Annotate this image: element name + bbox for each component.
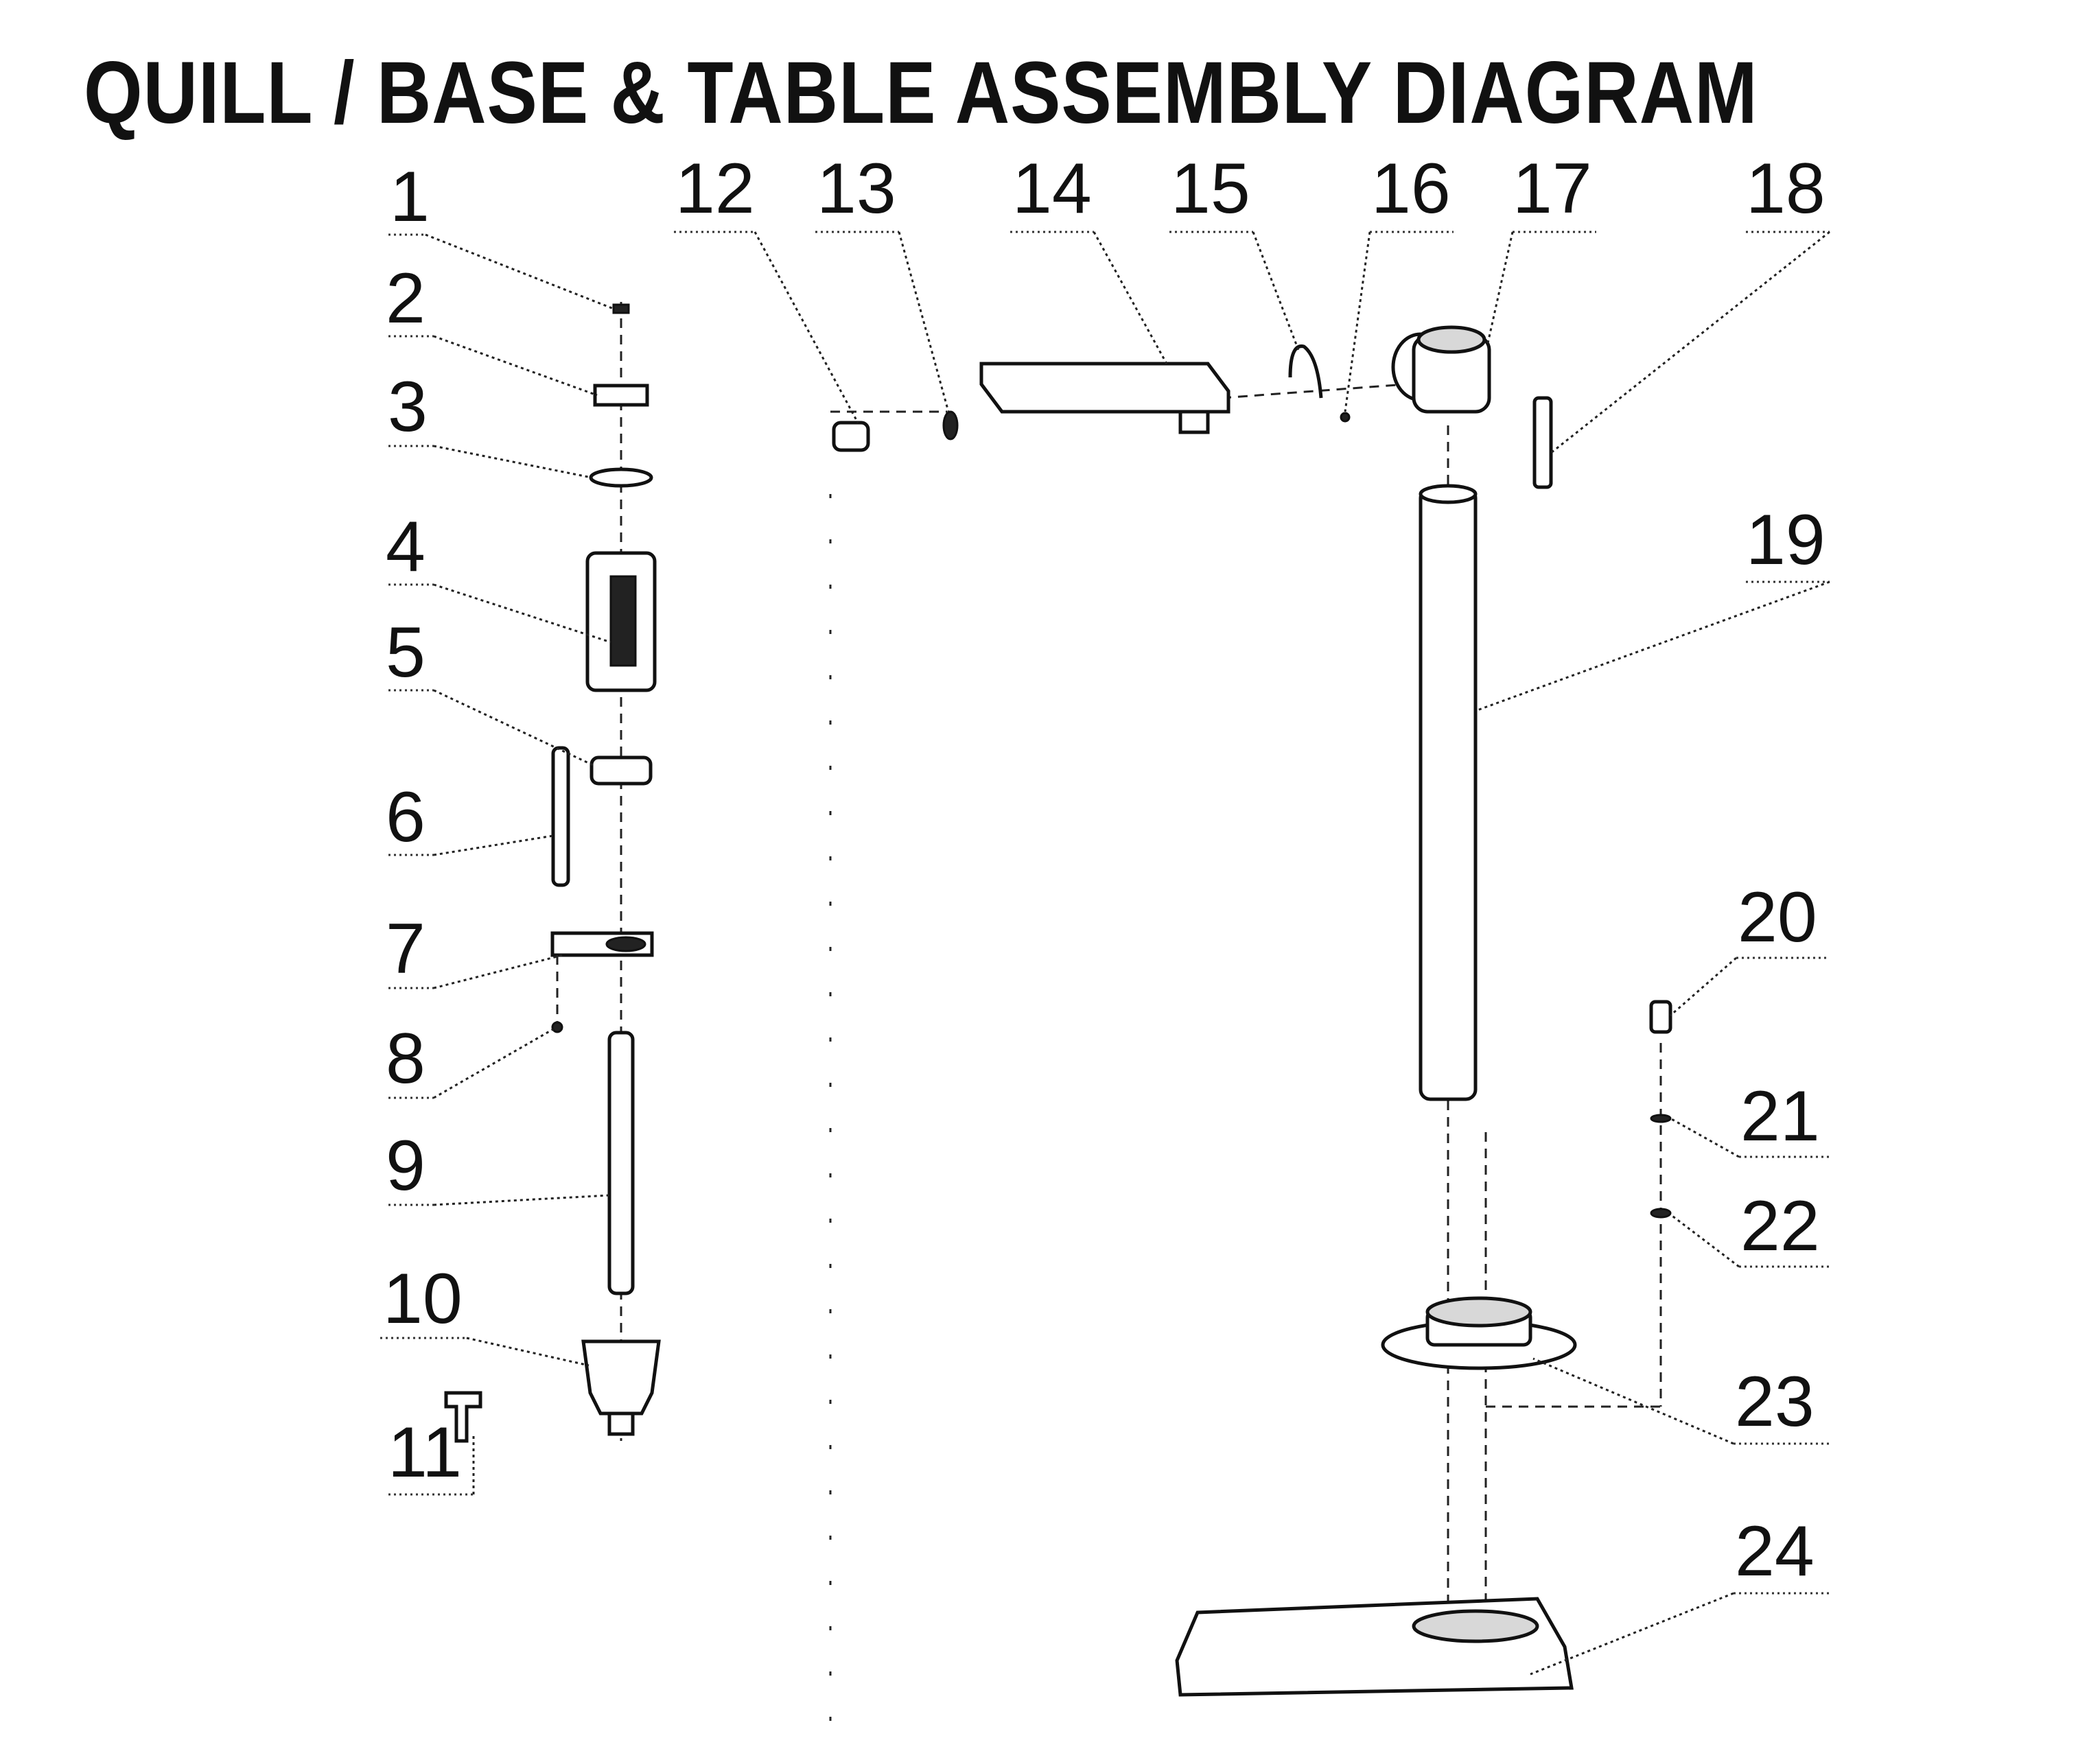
part-12-knob (832, 421, 870, 452)
diagram-title: QUILL / BASE & TABLE ASSEMBLY DIAGRAM (84, 44, 1758, 142)
callout-22: 22 (1740, 1186, 1820, 1266)
part-3-washer (589, 467, 653, 488)
callout-13: 13 (817, 149, 896, 228)
table-axis-right (1221, 383, 1408, 399)
part-10-chuck-nose (607, 1411, 635, 1436)
part-6-rod (551, 746, 570, 887)
callout-21: 21 (1740, 1077, 1820, 1156)
part-15-clip (1288, 344, 1323, 399)
label-underlines (380, 231, 1830, 1595)
part-19-column (1419, 486, 1478, 1101)
part-22-washer (1650, 1208, 1672, 1219)
callout-18: 18 (1746, 149, 1825, 228)
callout-7: 7 (386, 909, 425, 989)
callout-5: 5 (386, 613, 425, 692)
callout-10: 10 (383, 1259, 463, 1339)
callout-19: 19 (1746, 500, 1825, 580)
leader-lines (425, 231, 1830, 1676)
part-16-pin (1340, 412, 1351, 423)
part-20-bolt (1649, 1000, 1672, 1034)
part-5-bearing (590, 755, 653, 786)
callout-20: 20 (1738, 878, 1817, 957)
part-10-chuck (581, 1339, 661, 1416)
callout-24: 24 (1735, 1512, 1815, 1591)
callout-14: 14 (1012, 149, 1092, 228)
callout-15: 15 (1171, 149, 1250, 228)
callout-1: 1 (390, 157, 430, 237)
part-1-screw (612, 303, 630, 314)
callout-8: 8 (386, 1019, 425, 1099)
callout-4: 4 (386, 507, 425, 587)
callout-6: 6 (386, 777, 425, 857)
part-7-bracket-hole (605, 936, 646, 952)
part-8-pin (551, 1021, 563, 1033)
part-4-rack (609, 575, 637, 667)
callout-12: 12 (675, 149, 755, 228)
part-13-washer (942, 410, 959, 441)
part-23-flange-top (1425, 1296, 1532, 1328)
part-17-bracket-top (1416, 325, 1486, 354)
part-2-collar-body (593, 384, 649, 407)
part-18-lock-handle (1532, 396, 1553, 489)
part-21-washer (1650, 1114, 1672, 1123)
callout-11: 11 (388, 1413, 462, 1492)
part-19-column-top (1419, 484, 1478, 504)
callout-3: 3 (388, 367, 428, 447)
callout-2: 2 (386, 259, 425, 338)
part-14-table-boss (1178, 410, 1210, 434)
part-11-chuck-key (444, 1391, 482, 1443)
part-14-table (979, 362, 1230, 414)
part-9-spindle (607, 1031, 635, 1295)
callout-23: 23 (1735, 1362, 1815, 1442)
callout-9: 9 (386, 1126, 425, 1206)
callout-16: 16 (1371, 149, 1451, 228)
part-24-base-socket (1412, 1609, 1539, 1643)
callout-17: 17 (1513, 149, 1592, 228)
